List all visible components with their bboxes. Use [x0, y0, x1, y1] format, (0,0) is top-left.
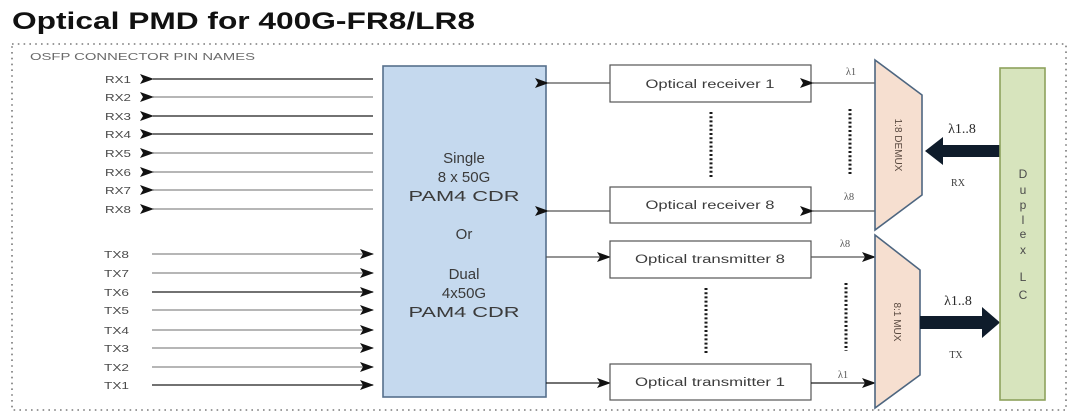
rx-bus-arrow-head	[925, 137, 943, 165]
connector-letter: e	[1020, 227, 1027, 241]
rx-pin-label: RX5	[105, 148, 131, 160]
optical-receiver-8: Optical receiver 8 λ8	[609, 186, 854, 224]
optical-transmitter-1: Optical transmitter 1 λ1	[609, 363, 848, 401]
rx-bus-label: RX	[951, 178, 966, 189]
cdr-text-line: PAM4 CDR	[409, 304, 520, 321]
receiver-label: Optical receiver 8	[646, 200, 775, 212]
tx-bus-arrow-head	[982, 307, 1000, 338]
cdr-text-line: 4x50G	[442, 285, 486, 302]
transmitter-wavelength-label: λ1	[838, 370, 848, 381]
transmitter-box	[609, 363, 812, 401]
cdr-box	[382, 65, 547, 398]
receiver-label: Optical receiver 1	[646, 79, 775, 91]
cdr-text-line: 8 x 50G	[438, 169, 491, 186]
cdr-text-line: Single	[443, 150, 485, 167]
connector-letter: x	[1020, 243, 1026, 257]
receiver-box	[609, 64, 812, 103]
tx-bus-arrow-shaft	[920, 316, 984, 329]
connector-letter: l	[1022, 213, 1025, 227]
tx-bus-label: TX	[949, 350, 963, 361]
tx-pin-label: TX5	[104, 305, 129, 317]
module-boundary	[11, 43, 1067, 411]
connector-letter: u	[1020, 183, 1027, 197]
tx-pin-label: TX1	[104, 380, 129, 392]
transmitter-label: Optical transmitter 1	[635, 377, 785, 389]
demux-block: 1:8 DEMUX	[874, 58, 923, 232]
tx-pin-group: TX8 TX7 TX6 TX5 TX4 TX3 TX2 TX1	[104, 249, 374, 392]
connector-letter: C	[1019, 288, 1028, 302]
rx-bus-wavelengths: λ1..8	[948, 122, 976, 137]
tx-pin-label: TX2	[104, 362, 129, 374]
rx-pin-label: RX7	[105, 185, 131, 197]
optical-receiver-1: Optical receiver 1 λ1	[609, 64, 856, 103]
tx-bus: λ1..8 TX	[920, 294, 1000, 361]
rx-bus-arrow-shaft	[940, 145, 1001, 157]
duplex-lc-connector: D u p l e x L C	[999, 67, 1046, 401]
receiver-box	[609, 186, 812, 224]
connector-letter: D	[1019, 167, 1028, 181]
receiver-wavelength-label: λ1	[846, 67, 856, 78]
mux-label: 8:1 MUX	[891, 303, 902, 342]
tx-pin-label: TX7	[104, 268, 129, 280]
tx-pin-label: TX4	[104, 325, 129, 337]
rx-pin-label: RX2	[105, 92, 131, 104]
connector-letter: p	[1020, 198, 1027, 212]
connector-letter: L	[1020, 270, 1027, 284]
cdr-text-line: Dual	[449, 266, 480, 283]
cdr-text-line: PAM4 CDR	[409, 188, 520, 205]
mux-block: 8:1 MUX	[874, 233, 921, 410]
rx-pin-label: RX3	[105, 111, 131, 123]
optical-transmitter-8: Optical transmitter 8 λ8	[609, 239, 850, 279]
rx-pin-label: RX8	[105, 204, 131, 216]
rx-bus: λ1..8 RX	[925, 122, 1001, 189]
demux-shape	[874, 58, 923, 232]
page-title: Optical PMD for 400G-FR8/LR8	[12, 8, 475, 35]
rx-pin-group: RX1 RX2 RX3 RX4 RX5 RX6 RX7 RX8	[105, 74, 373, 216]
transmitter-box	[609, 240, 812, 279]
tx-bus-wavelengths: λ1..8	[944, 294, 972, 309]
receiver-wavelength-label: λ8	[844, 192, 854, 203]
demux-label: 1:8 DEMUX	[892, 119, 903, 172]
tx-pin-label: TX6	[104, 287, 129, 299]
rx-pin-label: RX1	[105, 74, 131, 86]
rx-pin-label: RX6	[105, 167, 131, 179]
connector-box	[999, 67, 1046, 401]
cdr-text-or: Or	[456, 226, 473, 243]
connector-pin-names-label: OSFP CONNECTOR PIN NAMES	[30, 51, 255, 63]
tx-pin-label: TX8	[104, 249, 129, 261]
transmitter-wavelength-label: λ8	[840, 239, 850, 250]
mux-shape	[874, 233, 921, 410]
tx-pin-label: TX3	[104, 343, 129, 355]
transmitter-label: Optical transmitter 8	[635, 254, 785, 266]
rx-pin-label: RX4	[105, 129, 131, 141]
cdr-block: Single 8 x 50G PAM4 CDR Or Dual 4x50G PA…	[382, 65, 547, 398]
